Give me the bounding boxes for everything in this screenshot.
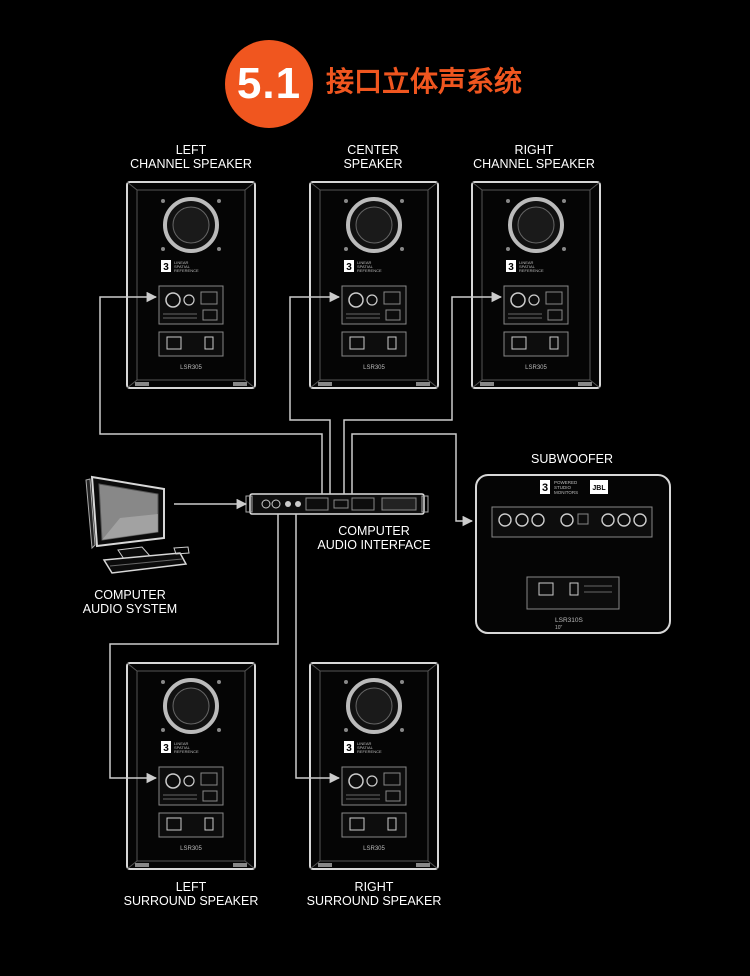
speaker-badge: 3 LINEAR SPATIAL REFERENCE bbox=[344, 741, 382, 754]
right-channel-speaker: 3 LINEAR SPATIAL REFERENCE LSR305 bbox=[470, 180, 602, 390]
svg-text:POWERED: POWERED bbox=[554, 480, 578, 485]
speaker-badge: 3 LINEAR SPATIAL REFERENCE bbox=[344, 260, 382, 273]
header: 5.1 接口立体声系统 bbox=[0, 38, 750, 128]
section-number-badge: 5.1 bbox=[225, 40, 313, 128]
svg-text:STUDIO: STUDIO bbox=[554, 485, 572, 490]
svg-text:REFERENCE: REFERENCE bbox=[174, 749, 199, 754]
center-speaker: 3 LINEAR SPATIAL REFERENCE LSR305 bbox=[308, 180, 440, 390]
svg-text:LINEAR: LINEAR bbox=[357, 260, 372, 265]
svg-text:REFERENCE: REFERENCE bbox=[174, 268, 199, 273]
label-subwoofer: SUBWOOFER bbox=[531, 452, 613, 466]
jbl-logo: JBL bbox=[592, 485, 606, 492]
subwoofer-unit: 3 POWERED STUDIO MONITORS JBL LSR310S 10… bbox=[475, 474, 671, 634]
svg-text:3: 3 bbox=[346, 743, 352, 754]
speaker-badge: 3 LINEAR SPATIAL REFERENCE bbox=[161, 260, 199, 273]
svg-text:LINEAR: LINEAR bbox=[519, 260, 534, 265]
svg-text:3: 3 bbox=[346, 262, 352, 273]
subwoofer-model: LSR310S bbox=[555, 617, 583, 624]
left-surround-speaker: 3 LINEAR SPATIAL REFERENCE LSR305 bbox=[125, 661, 257, 871]
speaker-badge: 3 LINEAR SPATIAL REFERENCE bbox=[161, 741, 199, 754]
svg-text:3: 3 bbox=[542, 482, 548, 494]
svg-text:LINEAR: LINEAR bbox=[174, 741, 189, 746]
page-title: 接口立体声系统 bbox=[326, 66, 523, 97]
audio-interface-unit bbox=[245, 493, 429, 515]
svg-text:SPATIAL: SPATIAL bbox=[174, 264, 191, 269]
svg-text:MONITORS: MONITORS bbox=[554, 490, 578, 495]
svg-text:LINEAR: LINEAR bbox=[174, 260, 189, 265]
cables bbox=[99, 291, 503, 784]
svg-text:3: 3 bbox=[163, 262, 169, 273]
speaker-model: LSR305 bbox=[363, 846, 385, 852]
right-surround-speaker: 3 LINEAR SPATIAL REFERENCE LSR305 bbox=[308, 661, 440, 871]
svg-text:3: 3 bbox=[163, 743, 169, 754]
speaker-badge: 3 LINEAR SPATIAL REFERENCE bbox=[506, 260, 544, 273]
svg-text:REFERENCE: REFERENCE bbox=[357, 268, 382, 273]
speaker-model: LSR305 bbox=[180, 365, 202, 371]
svg-text:LINEAR: LINEAR bbox=[357, 741, 372, 746]
speaker-model: LSR305 bbox=[525, 365, 547, 371]
svg-text:SPATIAL: SPATIAL bbox=[519, 264, 536, 269]
svg-text:REFERENCE: REFERENCE bbox=[519, 268, 544, 273]
computer-monitor bbox=[85, 475, 190, 574]
speaker-model: LSR305 bbox=[363, 365, 385, 371]
svg-text:3: 3 bbox=[508, 262, 514, 273]
left-channel-speaker: 3 LINEAR SPATIAL REFERENCE LSR305 bbox=[125, 180, 257, 390]
subwoofer-size: 10" bbox=[555, 625, 563, 631]
svg-text:SPATIAL: SPATIAL bbox=[357, 264, 374, 269]
svg-text:SPATIAL: SPATIAL bbox=[174, 745, 191, 750]
speaker-model: LSR305 bbox=[180, 846, 202, 852]
svg-text:REFERENCE: REFERENCE bbox=[357, 749, 382, 754]
svg-text:SPATIAL: SPATIAL bbox=[357, 745, 374, 750]
